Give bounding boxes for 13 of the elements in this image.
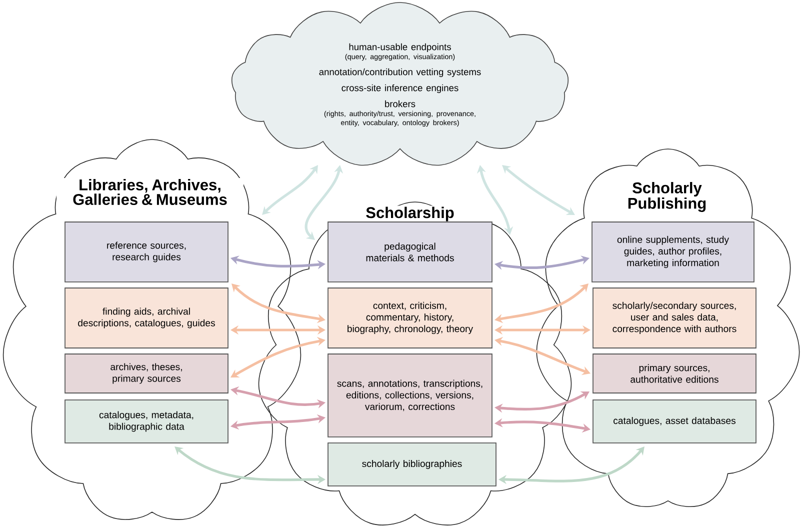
text-box: catalogues, metadata, bibliographic data bbox=[64, 400, 228, 444]
text-box: reference sources, research guides bbox=[64, 222, 228, 282]
text-box: archives, theses, primary sources bbox=[64, 354, 228, 394]
text-box: primary sources, authoritative editions bbox=[592, 354, 756, 394]
arrow bbox=[262, 165, 318, 215]
text-box: scholarly/secondary sources, user and sales data, correspondence with authors bbox=[592, 288, 756, 348]
text-box: scans, annotations, transcriptions, editions, collections, versions, variorum, corrections bbox=[328, 354, 492, 438]
text-box: finding aids, archival descriptions, catalogues, guides bbox=[64, 288, 228, 348]
text-box: catalogues, asset databases bbox=[592, 400, 756, 444]
text-box: online supplements, study guides, author profiles, marketing information bbox=[592, 222, 754, 282]
text-box: scholarly bibliographies bbox=[328, 442, 496, 486]
text-box: pedagogical materials & methods bbox=[328, 222, 492, 282]
text-box: context, criticism, commentary, history, biography, chronology, theory bbox=[328, 288, 492, 348]
